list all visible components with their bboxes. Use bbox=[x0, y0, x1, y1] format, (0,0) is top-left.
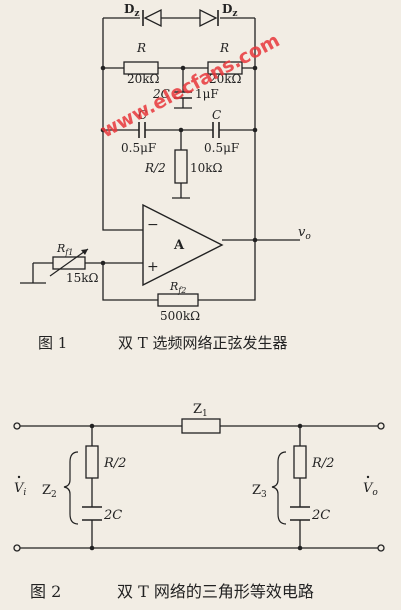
resistor-rf1 bbox=[52, 256, 86, 270]
label-c-left: C bbox=[138, 108, 147, 122]
label-c-right-value: 0.5μF bbox=[204, 141, 239, 155]
resistor-z3 bbox=[293, 445, 307, 479]
label-r-right-value: 20kΩ bbox=[209, 72, 242, 86]
label-rf2-value: 500kΩ bbox=[160, 309, 200, 323]
label-z3: Z3 bbox=[252, 483, 267, 500]
label-z1: Z1 bbox=[193, 402, 208, 419]
label-diode-left: Dz bbox=[124, 2, 140, 19]
label-diode-right: Dz bbox=[222, 2, 238, 19]
capacitor-z3-symbol bbox=[290, 506, 310, 521]
label-rf2: Rf2 bbox=[169, 280, 186, 295]
label-rf1: Rf1 bbox=[56, 242, 73, 257]
brace-z3 bbox=[271, 451, 287, 525]
figure2-caption-text: 双 T 网络的三角形等效电路 bbox=[117, 582, 314, 601]
label-vo: vo bbox=[298, 225, 311, 242]
label-c-left-value: 0.5μF bbox=[121, 141, 156, 155]
label-rf1-value: 15kΩ bbox=[66, 271, 99, 285]
rf1-arrow-head bbox=[81, 249, 88, 255]
label-r-half: R/2 bbox=[144, 161, 166, 175]
label-r-right: R bbox=[219, 41, 229, 55]
rf2-wire bbox=[102, 240, 256, 301]
label-vi: Vi bbox=[14, 481, 26, 498]
label-cap-2c-value: 1μF bbox=[195, 87, 219, 101]
terminal-circles bbox=[13, 422, 385, 552]
label-cap-2c: 2C bbox=[152, 87, 170, 101]
rf1-wire bbox=[32, 262, 53, 283]
rf1-adjust-arrow bbox=[49, 248, 89, 277]
label-z2-r-half: R/2 bbox=[103, 456, 126, 471]
label-z3-r-half: R/2 bbox=[311, 456, 334, 471]
vo-phasor-dot bbox=[366, 475, 370, 479]
brace-z2 bbox=[63, 451, 79, 525]
capacitor-2c-symbol bbox=[174, 91, 192, 99]
figure2-caption-number: 图 2 bbox=[30, 582, 62, 601]
label-z3-2c: 2C bbox=[311, 508, 330, 523]
resistor-z2 bbox=[85, 445, 99, 479]
impedance-z1 bbox=[181, 418, 221, 434]
diode-left-symbol bbox=[142, 8, 162, 28]
label-z2: Z2 bbox=[42, 483, 57, 500]
label-r-left-value: 20kΩ bbox=[127, 72, 160, 86]
label-z2-2c: 2C bbox=[103, 508, 122, 523]
resistor-rf2 bbox=[157, 293, 199, 307]
vi-phasor-dot bbox=[17, 475, 21, 479]
capacitor-c-left-symbol bbox=[138, 122, 146, 138]
label-plus-input: + bbox=[147, 259, 159, 275]
label-c-right: C bbox=[212, 108, 221, 122]
capacitor-c-right-symbol bbox=[212, 122, 220, 138]
label-r-left: R bbox=[136, 41, 146, 55]
label-r-half-value: 10kΩ bbox=[190, 161, 223, 175]
opamp-triangle bbox=[142, 203, 224, 287]
label-minus-input: − bbox=[147, 217, 159, 233]
capacitor-z2-symbol bbox=[82, 506, 102, 521]
junction-dots bbox=[100, 65, 258, 266]
resistor-r-right bbox=[207, 61, 243, 75]
left-rail-wire bbox=[102, 18, 143, 231]
label-vo-fig2: Vo bbox=[363, 481, 378, 498]
label-opamp: A bbox=[173, 238, 185, 253]
resistor-r-half bbox=[174, 149, 188, 184]
figure1-caption-number: 图 1 bbox=[38, 334, 68, 352]
resistor-r-left bbox=[123, 61, 159, 75]
junction-dots-fig2 bbox=[89, 423, 303, 551]
figure1-caption-text: 双 T 选频网络正弦发生器 bbox=[118, 334, 288, 352]
diode-right-symbol bbox=[199, 8, 219, 28]
